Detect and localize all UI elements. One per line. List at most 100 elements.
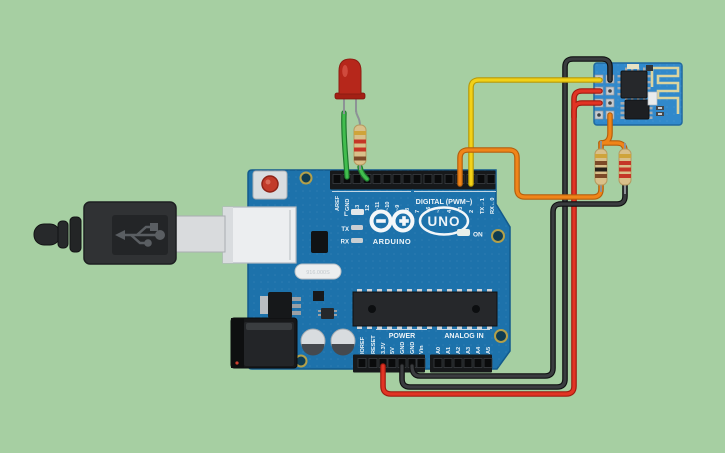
svg-text:4: 4 [447,209,453,213]
wire-black-gnd-to-esp[interactable] [399,56,613,390]
pin-socket-ioref[interactable] [357,358,367,368]
pin-socket-rx0[interactable] [486,174,496,184]
pin-socket-4[interactable] [444,174,454,184]
band-brown [354,156,366,161]
svg-text:~3: ~3 [458,207,464,213]
power-header [353,354,426,373]
pin-socket-vin[interactable] [416,358,426,368]
svg-text:L: L [344,211,348,218]
pin-socket-9[interactable] [392,174,402,184]
svg-text:ON: ON [473,232,483,239]
svg-text:3.3V: 3.3V [381,342,387,354]
pin-socket-11[interactable] [372,174,382,184]
esp-smd-component [627,64,639,69]
esp-main-chip [617,67,651,102]
red-led[interactable] [334,58,366,114]
led-resistor[interactable] [353,109,367,170]
pcb-antenna [650,66,680,114]
reset-button[interactable] [252,170,288,200]
svg-text:~9: ~9 [395,205,401,211]
usb-cable[interactable] [33,201,226,265]
power-header-label: POWER [389,333,415,340]
mounting-hole [299,171,313,185]
led-legs [343,99,357,114]
pin-socket-10[interactable] [382,174,392,184]
led-rx-indicator [351,238,363,243]
arduino-logo-icon [369,209,415,233]
usb-trident-icon [115,223,165,247]
capacitor [300,328,326,356]
wire-yellow-pin2-to-esp[interactable] [468,77,603,187]
pin-socket-13[interactable] [352,174,362,184]
band-gold [595,154,607,158]
pin-socket-a4[interactable] [473,358,483,368]
pin-socket-tx1[interactable] [476,174,486,184]
band-black [595,167,607,172]
pin-socket-6[interactable] [423,174,433,184]
svg-text:A1: A1 [446,347,452,354]
digital-header-left [330,170,413,190]
wire-orange-pin3-to-divider[interactable] [457,147,604,200]
svg-text:~10: ~10 [385,202,391,212]
esp8266-module[interactable] [593,62,683,126]
arduino-uno-board[interactable]: AREF GND 13 12 ~11 ~10 ~9 8 7 ~6 ~5 4 ~3… [222,169,511,373]
svg-text:5V: 5V [390,347,396,354]
pin-socket-a0[interactable] [433,358,443,368]
band-red [619,174,631,178]
wire-black-gnd-to-divider[interactable] [409,180,628,379]
band-gold [354,131,366,135]
svg-text:A3: A3 [466,347,472,354]
divider-resistor-b[interactable] [618,143,632,194]
power-on-indicator: ON [457,229,483,239]
band-red [619,167,631,172]
svg-text:8: 8 [405,208,411,211]
svg-text:A5: A5 [486,347,492,354]
band-gold [619,154,631,158]
pin-socket-8[interactable] [402,174,412,184]
svg-text:TX: TX [341,227,349,233]
pin-socket-aref[interactable] [332,174,342,184]
mounting-hole [494,329,508,343]
mounting-hole [491,229,505,243]
svg-text:GND: GND [345,199,351,211]
wire-red-3v3-to-esp[interactable] [380,88,603,397]
brand-label: ARDUINO [373,237,412,246]
barrel-jack[interactable] [230,317,298,369]
band-brown [595,161,607,165]
usb-port[interactable] [222,206,297,264]
pin-socket-5v[interactable] [387,358,397,368]
svg-text:12: 12 [365,205,371,211]
status-leds: L TX RX [341,209,364,246]
esp-crystal [647,91,658,106]
svg-text:2: 2 [469,210,475,213]
svg-text:13: 13 [355,205,361,211]
digital-pin-labels: AREF GND 13 12 ~11 ~10 ~9 8 7 ~6 ~5 4 ~3… [335,195,496,214]
wire-green-led-to-gnd[interactable] [341,110,350,180]
band-brown [595,174,607,178]
analog-header [430,354,493,373]
band-red [354,139,366,144]
pin-socket-a5[interactable] [483,358,493,368]
button-highlight [265,179,271,185]
pin-socket-7[interactable] [412,174,422,184]
jack-highlight [246,323,292,330]
svg-text:~5: ~5 [436,207,442,213]
svg-text:TX→1: TX→1 [480,198,486,214]
divider-resistor-a[interactable] [594,141,608,192]
pin-socket-a1[interactable] [443,358,453,368]
svg-text:Vin: Vin [419,345,425,354]
led-dome [338,58,362,95]
pin-socket-5[interactable] [433,174,443,184]
pin-socket-a3[interactable] [463,358,473,368]
crystal-oscillator: 916.000S [294,263,342,280]
svg-text:GND: GND [400,342,406,354]
jack-led [235,361,239,365]
esp-smd-resistors [656,106,664,116]
analog-pin-labels: A0 A1 A2 A3 A4 A5 [436,346,492,354]
band-red [354,147,366,152]
voltage-regulator [260,292,301,318]
pin-socket-reset[interactable] [368,358,378,368]
pin-socket-a2[interactable] [453,358,463,368]
tiny-ic [318,308,337,319]
